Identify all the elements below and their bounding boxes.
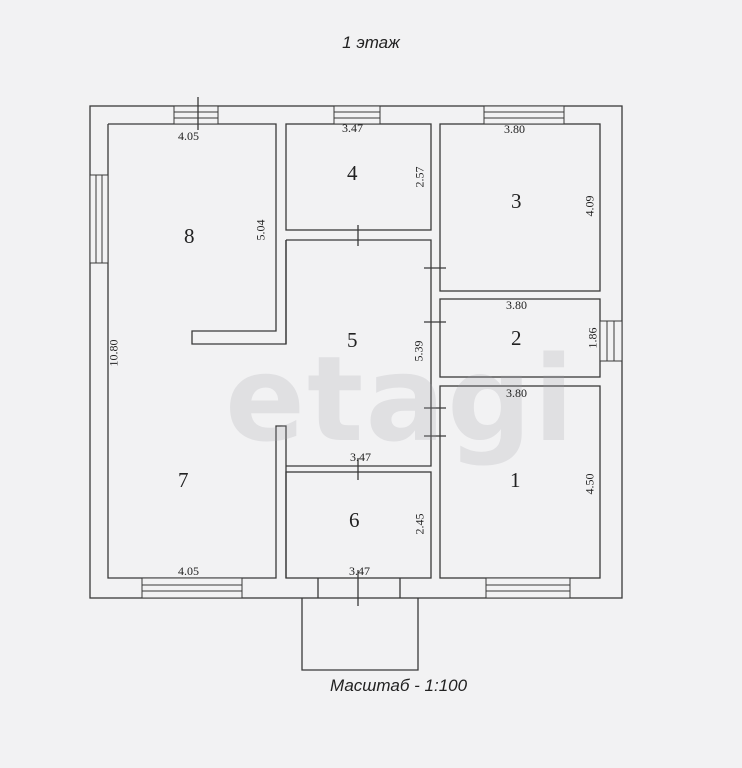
dimension-label: 3.80 [506, 386, 527, 400]
room-4-outline [285, 123, 432, 231]
room-number: 6 [349, 508, 360, 532]
dimension-label: 3.47 [350, 450, 371, 464]
dimension-label: 4.50 [582, 473, 597, 495]
room-number: 1 [510, 468, 521, 492]
dimension-label: 3.47 [349, 564, 370, 578]
dimension-label: 3.80 [504, 122, 525, 136]
dimension-label: 2.57 [412, 166, 427, 188]
window-top-8 [173, 105, 219, 125]
floor-title: 1 этаж [342, 33, 400, 52]
dimension-label: 2.45 [412, 513, 427, 535]
dimension-label: 5.39 [411, 340, 426, 362]
dimension-label: 1.86 [585, 327, 600, 349]
watermark: etagi [225, 330, 576, 468]
window-bottom-1 [485, 577, 571, 599]
room-number: 4 [347, 161, 358, 185]
window-bottom-7 [141, 577, 243, 599]
scale-label: Масштаб - 1:100 [330, 676, 468, 695]
dimension-label: 3.80 [506, 298, 527, 312]
room-number: 5 [347, 328, 358, 352]
window-left-8 [89, 174, 109, 264]
window-top-4 [333, 105, 381, 125]
dimension-label: 5.04 [253, 219, 268, 241]
window-right-2 [599, 320, 623, 362]
room-number: 2 [511, 326, 522, 350]
dimension-label: 3.47 [342, 121, 363, 135]
porch-outline [301, 598, 419, 671]
room-7-left-bottom [107, 124, 287, 579]
dimension-label: 10.80 [106, 339, 121, 367]
room-number: 8 [184, 224, 195, 248]
dimension-label: 4.05 [178, 129, 199, 143]
room-number: 7 [178, 468, 189, 492]
room-number: 3 [511, 189, 522, 213]
dimension-label: 4.05 [178, 564, 199, 578]
dimension-label: 4.09 [582, 195, 597, 217]
window-top-3 [483, 105, 565, 125]
